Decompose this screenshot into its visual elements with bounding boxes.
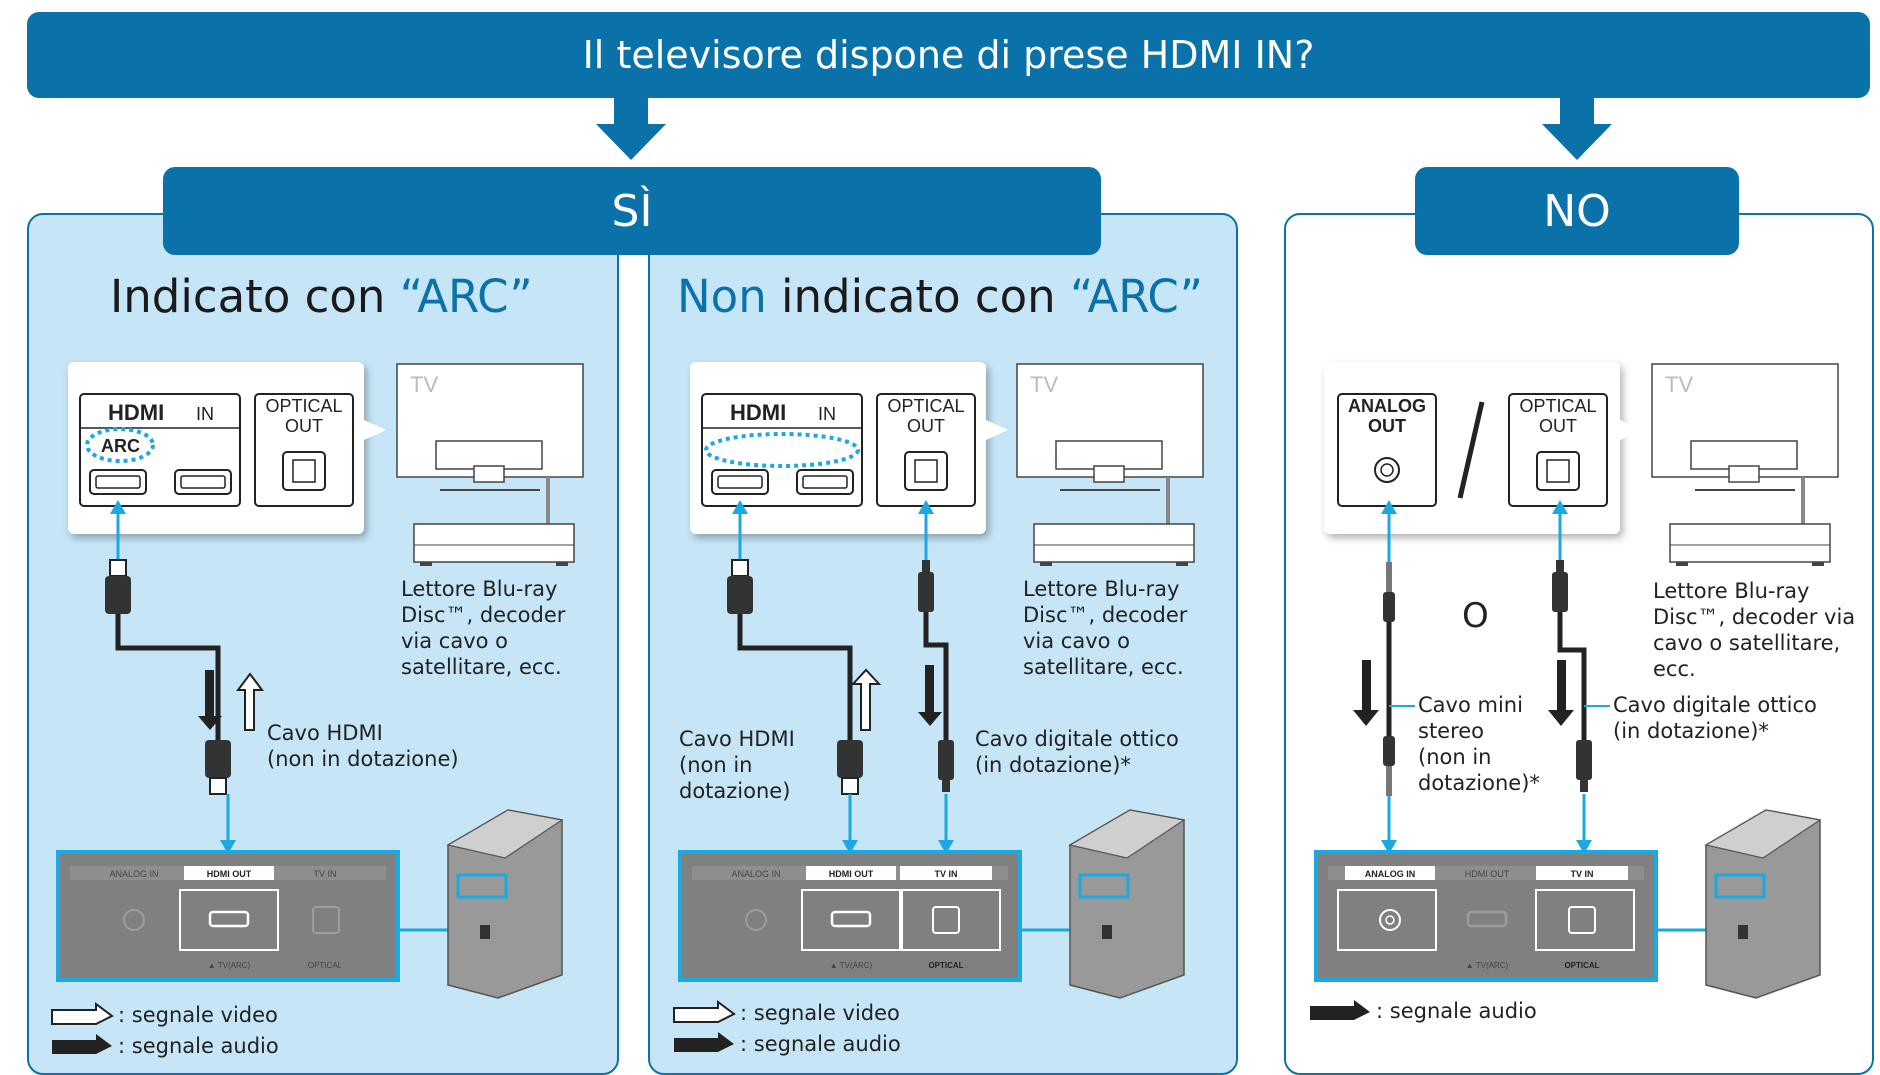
hdmi-cable [105,500,236,854]
bluray-player-icon [413,523,575,566]
svg-text:ANALOG: ANALOG [1348,396,1426,416]
tab-no: NO [1415,167,1739,255]
legend-video-non-arc: : segnale video [740,1001,900,1025]
svg-text:ANALOG IN: ANALOG IN [731,869,780,879]
question-banner: Il televisore dispone di prese HDMI IN? [27,12,1870,98]
bluray-player-icon [1033,523,1195,566]
video-signal-arrow-icon [673,1000,736,1023]
heading-non-arc-text: indicato con [766,270,1071,323]
optical-cable-label-no: Cavo digitale ottico (in dotazione)* [1613,693,1817,743]
svg-text:OUT: OUT [1368,416,1406,436]
signal-arrows [850,665,942,731]
svg-text:OPTICAL: OPTICAL [1519,396,1596,416]
audio-signal-arrow-icon [52,1034,112,1054]
subwoofer-icon [446,809,564,999]
player-label-no: Lettore Blu-ray Disc™, decoder via cavo … [1653,579,1856,681]
tab-no-label: NO [1543,185,1611,237]
svg-text:OUT: OUT [1539,416,1577,436]
svg-text:ANALOG IN: ANALOG IN [109,869,158,879]
analog-jack-icon [1374,457,1400,483]
svg-text:TV: TV [1665,372,1693,397]
svg-text:▲ TV(ARC): ▲ TV(ARC) [830,961,873,970]
mini-stereo-cable-label: Cavo mini stereo (non in dotazione)* [1418,693,1540,795]
svg-text:OUT: OUT [285,416,323,436]
svg-text:TV: TV [410,372,438,397]
soundbar-rear-panel-non-arc: ANALOG IN HDMI OUT TV IN ▲ TV(ARC) OPTIC… [678,850,1084,982]
no-arc-ring [704,432,860,468]
legend-video-arc: : segnale video [118,1003,278,1027]
tv-icon: TV [1016,363,1204,524]
soundbar-rear-panel-no-hdmi: ANALOG IN HDMI OUT TV IN ▲ TV(ARC) OPTIC… [1314,850,1720,982]
heading-non-arc-highlight: “ARC” [1070,270,1203,323]
or-separator: O [1462,596,1489,636]
svg-text:HDMI OUT: HDMI OUT [829,869,874,879]
optical-cable [1552,500,1610,854]
hdmi-cable-label-non-arc: Cavo HDMI (non in dotazione) [679,727,795,803]
signal-arrows [198,670,264,731]
svg-text:OPTICAL: OPTICAL [1564,961,1599,970]
optical-jack-icon [282,451,326,491]
legend-audio-no: : segnale audio [1376,999,1537,1023]
optical-cable-label-non-arc: Cavo digitale ottico (in dotazione)* [975,727,1179,777]
hdmi-logo: HDMI [108,400,164,425]
svg-text:▲ TV(ARC): ▲ TV(ARC) [208,961,251,970]
hdmi-logo: HDMI [730,400,786,425]
tv-jack-panel-analog: ANALOG OUT OPTICAL OUT [1324,362,1642,534]
optical-cable [918,500,954,854]
player-label-arc: Lettore Blu-ray Disc™, decoder via cavo … [401,577,566,679]
mini-stereo-cable [1381,500,1415,854]
svg-text:HDMI OUT: HDMI OUT [1465,869,1510,879]
svg-text:▲ TV(ARC): ▲ TV(ARC) [1466,961,1509,970]
arc-highlight-ring [85,427,155,463]
svg-text:TV IN: TV IN [934,869,957,879]
subwoofer-icon [1704,809,1822,999]
heading-arc-highlight: “ARC” [399,270,533,323]
hdmi-cable [727,500,863,854]
heading-non-arc: Non indicato con “ARC” [677,270,1203,323]
arc-label: ARC [101,436,140,456]
hdmi-in-label: IN [196,404,214,424]
tv-jack-panel-arc: HDMI IN ARC OPTICAL OUT [68,362,386,534]
flow-arrows [596,96,1612,160]
subwoofer-icon [1068,809,1186,999]
svg-text:OPTICAL: OPTICAL [308,961,343,970]
svg-text:ANALOG IN: ANALOG IN [1365,869,1416,879]
svg-text:HDMI OUT: HDMI OUT [207,869,252,879]
signal-arrows [1353,660,1574,726]
svg-text:TV: TV [1030,372,1058,397]
soundbar-rear-panel-arc: ANALOG IN HDMI OUT TV IN ▲ TV(ARC) OPTIC… [56,850,462,982]
audio-signal-arrow-icon [674,1032,734,1052]
tab-yes: SÌ [163,167,1101,255]
heading-arc-text: Indicato con [110,270,400,323]
bluray-player-icon [1669,523,1831,566]
svg-text:TV IN: TV IN [313,869,336,879]
legend-audio-arc: : segnale audio [118,1034,279,1058]
question-text: Il televisore dispone di prese HDMI IN? [582,33,1315,77]
tv-icon: TV [1651,363,1839,524]
heading-arc: Indicato con “ARC” [110,270,533,323]
svg-text:OUT: OUT [907,416,945,436]
hdmi-cable-label-arc: Cavo HDMI (non in dotazione) [267,721,459,771]
video-signal-arrow-icon [51,1002,114,1025]
svg-text:OPTICAL: OPTICAL [887,396,964,416]
player-label-non-arc: Lettore Blu-ray Disc™, decoder via cavo … [1023,577,1188,679]
tv-jack-panel-non-arc: HDMI IN OPTICAL OUT [690,362,1008,534]
tab-yes-label: SÌ [611,185,653,237]
optical-out-label-1: OPTICAL [265,396,342,416]
hdmi-in-label: IN [818,404,836,424]
svg-text:OPTICAL: OPTICAL [928,961,963,970]
legend-audio-non-arc: : segnale audio [740,1032,901,1056]
tv-icon: TV [396,363,584,524]
arrow-down-icon [1542,96,1612,160]
heading-non-highlight: Non [677,270,767,323]
audio-signal-arrow-icon [1310,1000,1370,1020]
svg-text:TV IN: TV IN [1570,869,1593,879]
arrow-down-icon [596,96,666,160]
